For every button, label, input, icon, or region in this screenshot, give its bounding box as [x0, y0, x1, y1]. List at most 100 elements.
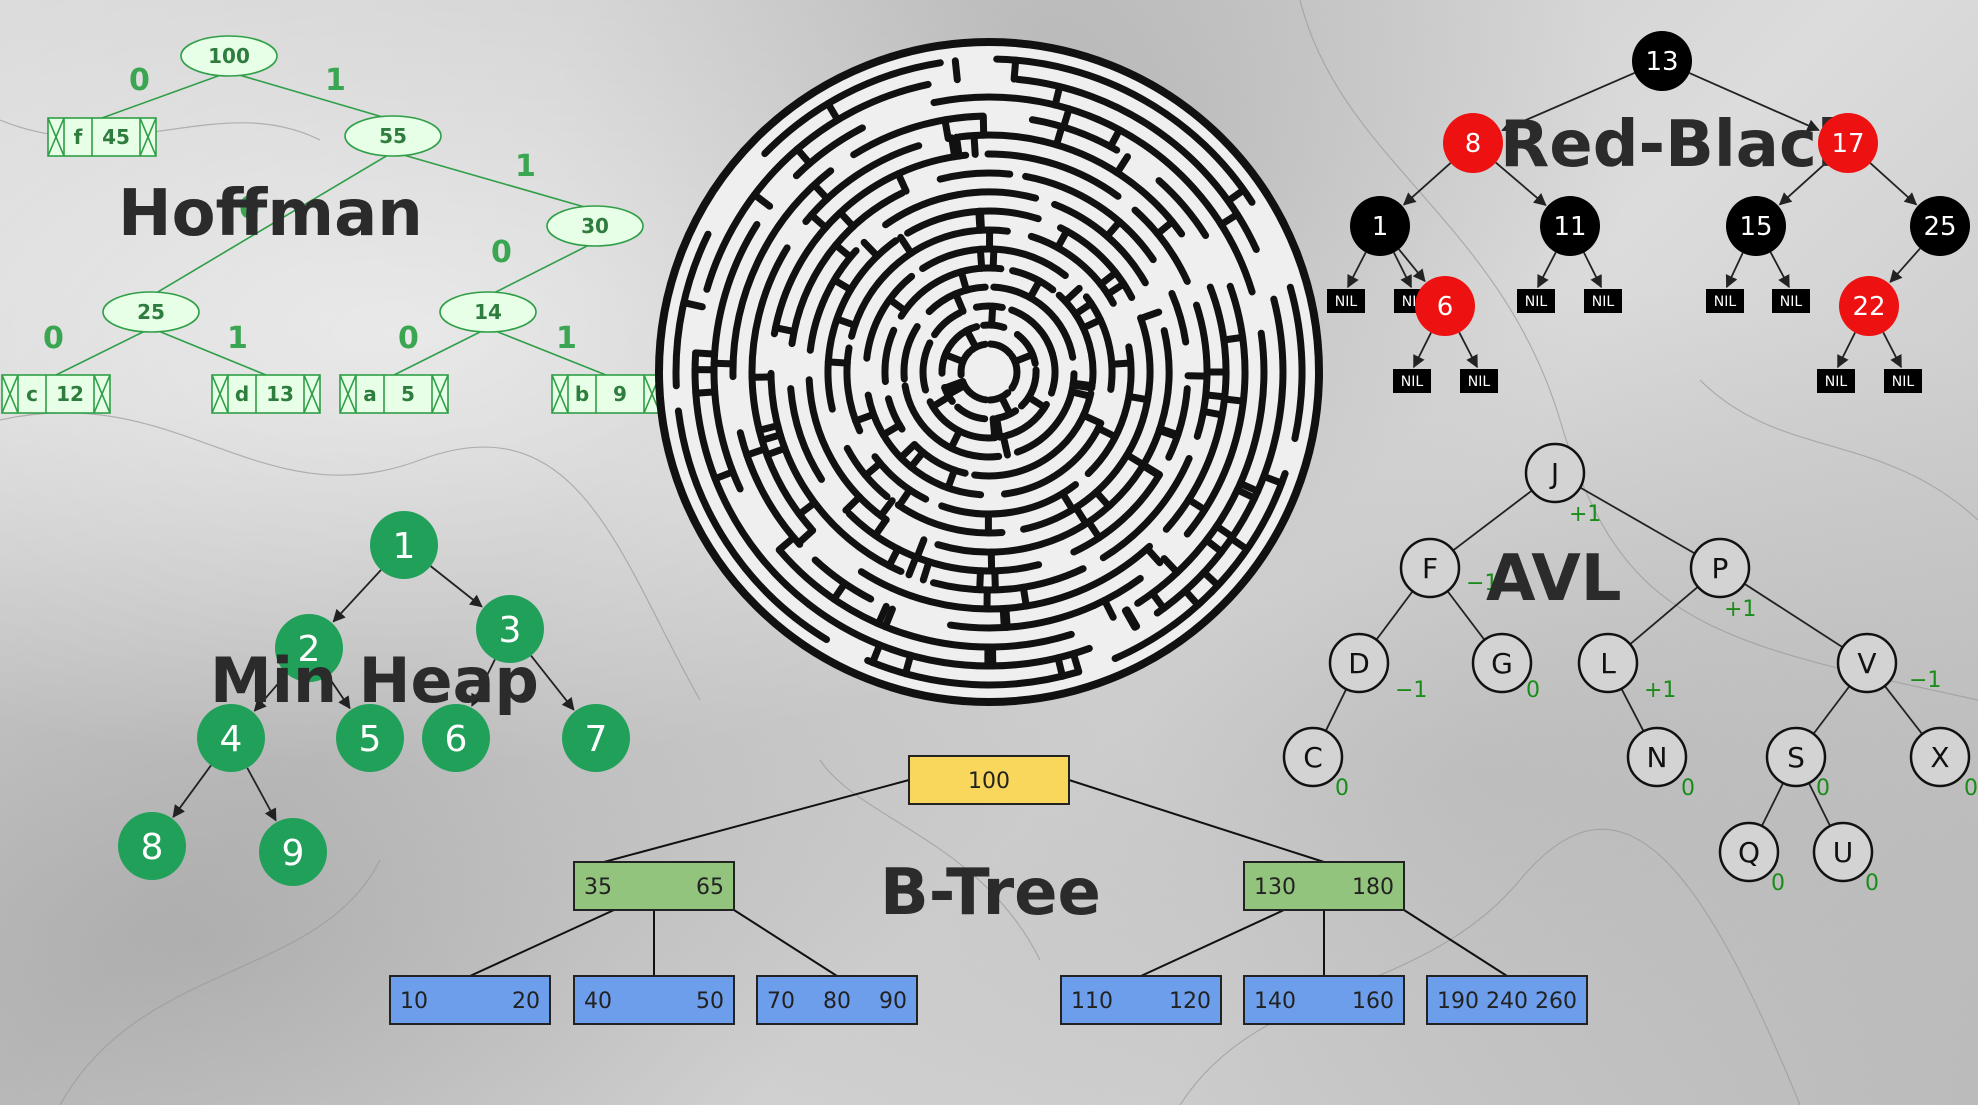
- maze-arc-wall: [1090, 575, 1144, 609]
- maze-arc-wall: [960, 226, 1011, 236]
- maze-arc-wall: [776, 546, 1075, 651]
- svg-text:9: 9: [613, 382, 627, 406]
- avl-node-L: L+1: [1577, 632, 1676, 703]
- maze-radial-wall: [860, 238, 881, 260]
- svg-text:1: 1: [1372, 212, 1389, 242]
- avl-edge: [1808, 782, 1831, 827]
- huffman-edge-bit: 0: [398, 321, 419, 356]
- huffman-edge: [150, 151, 394, 297]
- maze-arc-wall: [919, 339, 934, 394]
- red-black-node-1: 1: [1350, 196, 1410, 256]
- svg-text:J: J: [1549, 457, 1559, 490]
- b-tree-key: 80: [823, 989, 851, 1014]
- avl-node-U: U0: [1812, 821, 1879, 896]
- huffman-edge-bit: 1: [556, 321, 577, 356]
- red-black-edge: [1778, 162, 1827, 206]
- b-tree-key: 50: [696, 989, 724, 1014]
- maze-arc-wall: [857, 542, 1153, 613]
- maze-arc-wall: [930, 93, 1102, 123]
- red-black-node-11: 11: [1540, 196, 1600, 256]
- maze-center: [967, 350, 1011, 394]
- red-black-node-17: 17: [1818, 113, 1878, 173]
- min-heap-edge: [327, 675, 351, 710]
- svg-text:15: 15: [1739, 212, 1772, 242]
- maze-arc-wall: [1008, 306, 1056, 358]
- maze-arc-wall: [1009, 267, 1057, 294]
- svg-text:Q: Q: [1738, 836, 1760, 869]
- huffman-edge: [55, 327, 152, 376]
- maze-arc-wall: [864, 657, 1082, 689]
- maze-arc-wall: [1168, 290, 1190, 346]
- maze-arc-wall: [1038, 137, 1186, 238]
- b-tree-key: 240: [1486, 989, 1528, 1014]
- maze-arc-wall: [788, 189, 906, 348]
- maze-arc-wall: [984, 150, 1122, 200]
- maze-arc-wall: [1013, 331, 1039, 367]
- min-heap-edge: [246, 767, 277, 822]
- maze-arc-wall: [729, 167, 835, 381]
- avl-balance-factor: −1: [1909, 668, 1941, 693]
- maze-radial-wall: [953, 133, 963, 160]
- maze-radial-wall: [1080, 411, 1105, 427]
- svg-text:D: D: [1348, 647, 1370, 680]
- min-heap-edge: [471, 659, 496, 707]
- red-black-node-13: 13: [1632, 31, 1692, 91]
- min-heap-node-7: 7: [562, 704, 630, 772]
- red-black-edge: [1689, 72, 1820, 132]
- red-black-nil-leaf: NIL: [1517, 289, 1555, 313]
- maze-arc-wall: [767, 369, 905, 575]
- maze-arc-wall: [691, 350, 813, 609]
- b-tree-key: 120: [1169, 989, 1211, 1014]
- maze-arc-wall: [1099, 455, 1193, 562]
- maze-arc-wall: [971, 450, 1056, 480]
- svg-text:25: 25: [137, 300, 165, 324]
- avl-edge: [1812, 685, 1851, 735]
- maze-arc-wall: [1286, 283, 1306, 442]
- svg-text:NIL: NIL: [1592, 294, 1615, 310]
- maze-arc-wall: [925, 283, 989, 316]
- maze-arc-wall: [1070, 471, 1163, 556]
- avl-edge: [1579, 486, 1696, 555]
- avl-node-V: V−1: [1836, 632, 1941, 694]
- maze-arc-wall: [1165, 385, 1191, 461]
- b-tree-edge: [733, 909, 838, 977]
- maze-radial-wall: [1061, 284, 1083, 305]
- maze-arc-wall: [1002, 401, 1050, 440]
- maze-arc-wall: [1107, 327, 1173, 509]
- avl-node-J: J +1: [1524, 442, 1601, 527]
- red-black-node-15: 15: [1726, 196, 1786, 256]
- avl-title: AVL: [1486, 542, 1622, 616]
- maze-arc-wall: [863, 346, 872, 362]
- avl-edge: [1743, 582, 1844, 649]
- maze-radial-wall: [897, 233, 915, 257]
- b-tree-key: 35: [584, 875, 612, 900]
- svg-text:F: F: [1422, 552, 1438, 585]
- svg-text:7: 7: [585, 719, 608, 760]
- maze-arc-wall: [931, 309, 964, 339]
- maze-radial-wall: [842, 493, 863, 514]
- avl-node-Q: Q0: [1718, 821, 1785, 896]
- maze-arc-wall: [885, 395, 906, 433]
- huffman-edge-bit: 0: [43, 321, 64, 356]
- huffman-node-14: 14: [439, 291, 537, 333]
- maze-arc-wall: [1094, 116, 1256, 296]
- maze-arc-wall: [904, 207, 1042, 237]
- maze-arc-wall: [976, 452, 1003, 461]
- svg-text:b: b: [575, 382, 589, 406]
- min-heap-node-4: 4: [197, 704, 265, 772]
- avl-balance-factor: +1: [1569, 502, 1601, 527]
- red-black-nil-edge: [1769, 251, 1790, 289]
- avl-balance-factor: 0: [1865, 871, 1879, 896]
- maze-arc-wall: [805, 601, 1093, 670]
- maze-arc-wall: [894, 501, 1006, 537]
- b-tree-key: 140: [1254, 989, 1296, 1014]
